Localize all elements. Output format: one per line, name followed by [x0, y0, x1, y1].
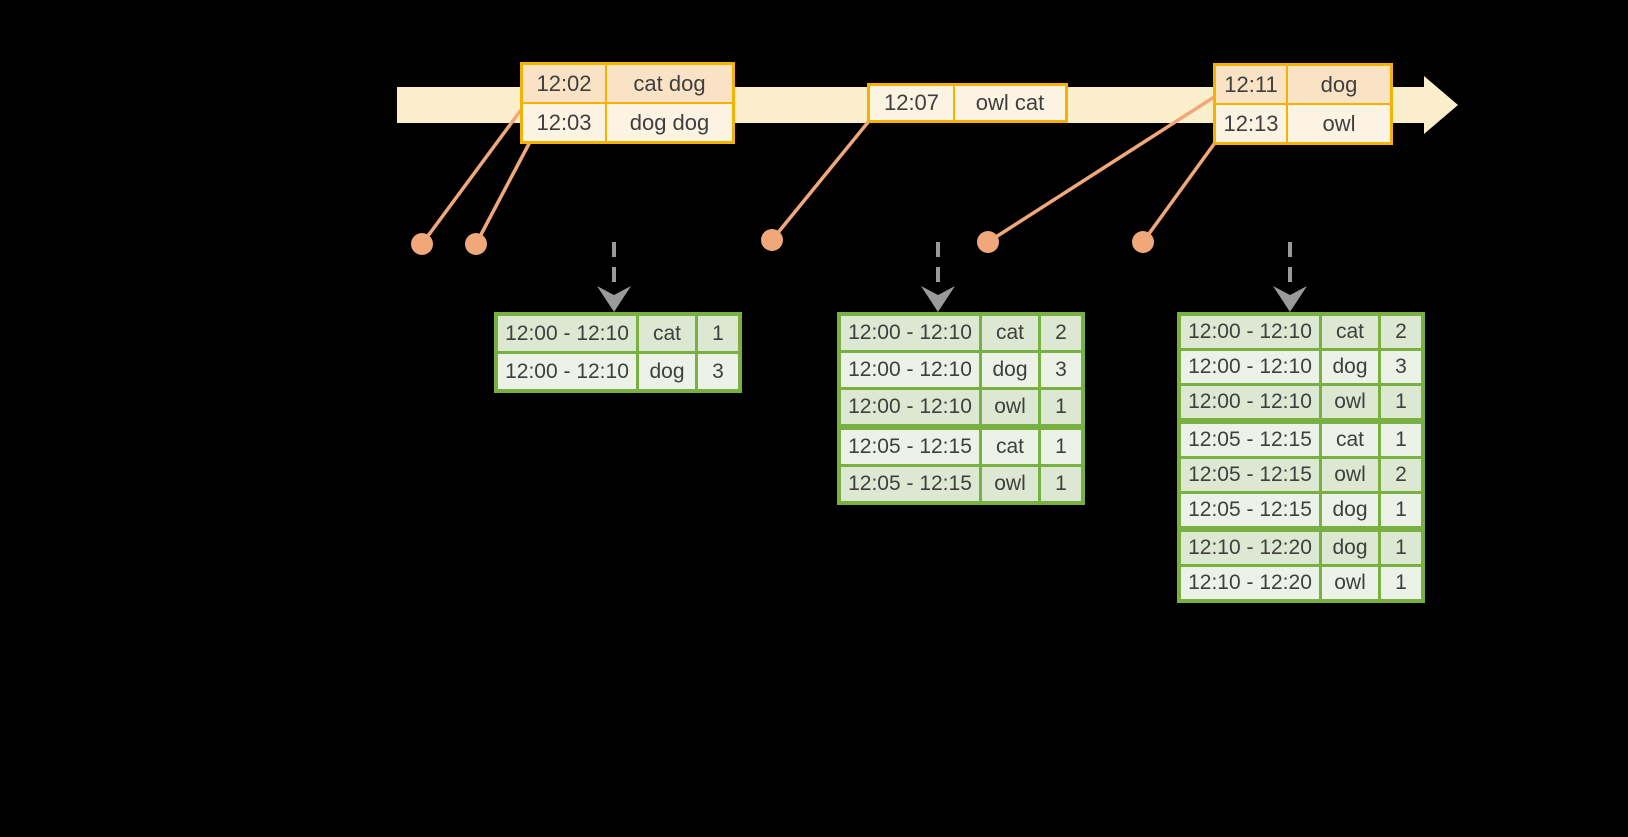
trigger-arrow-icon [1273, 242, 1307, 312]
result-count-cell: 1 [1038, 390, 1081, 424]
event-connector-line [1141, 131, 1224, 244]
result-window-cell: 12:10 - 12:20 [1181, 567, 1319, 599]
event-connector-line [420, 93, 534, 246]
result-count-cell: 1 [1378, 567, 1421, 599]
result-count-cell: 1 [1378, 424, 1421, 456]
result-word-cell: cat [1319, 424, 1378, 456]
event-connector-line [770, 108, 880, 242]
result-word-cell: cat [979, 430, 1038, 464]
result-window-cell: 12:00 - 12:10 [1181, 386, 1319, 418]
result-word-cell: dog [1319, 351, 1378, 383]
event-dot [977, 231, 999, 253]
timeline-arrowhead-icon [1424, 76, 1458, 134]
event-connector-line [987, 90, 1223, 244]
result-window-cell: 12:00 - 12:10 [841, 353, 979, 387]
event-time-cell: 12:11 [1216, 66, 1286, 103]
event-words-cell: dog [1286, 66, 1390, 103]
result-window-cell: 12:00 - 12:10 [1181, 316, 1319, 348]
trigger-arrow-icon [921, 242, 955, 312]
result-word-cell: cat [636, 316, 695, 351]
result-word-cell: dog [636, 354, 695, 389]
result-word-cell: dog [979, 353, 1038, 387]
result-window-cell: 12:00 - 12:10 [841, 316, 979, 350]
result-word-cell: owl [1319, 386, 1378, 418]
event-words-cell: dog dog [605, 104, 732, 141]
result-word-cell: cat [1319, 316, 1378, 348]
event-dot [465, 233, 487, 255]
result-count-cell: 3 [695, 354, 738, 389]
event-time-cell: 12:02 [523, 65, 605, 102]
event-words-cell: owl cat [953, 86, 1065, 120]
event-time-cell: 12:03 [523, 104, 605, 141]
result-window-cell: 12:00 - 12:10 [841, 390, 979, 424]
result-count-cell: 1 [1378, 532, 1421, 564]
event-dot [761, 229, 783, 251]
result-word-cell: owl [1319, 459, 1378, 491]
result-count-cell: 2 [1378, 316, 1421, 348]
event-words-cell: cat dog [605, 65, 732, 102]
result-count-cell: 2 [1378, 459, 1421, 491]
result-count-cell: 1 [1378, 494, 1421, 526]
result-count-cell: 3 [1378, 351, 1421, 383]
result-word-cell: owl [979, 467, 1038, 501]
result-window-cell: 12:00 - 12:10 [498, 316, 636, 351]
event-connector-line [474, 137, 534, 245]
result-window-cell: 12:05 - 12:15 [1181, 494, 1319, 526]
event-dot [1132, 231, 1154, 253]
result-window-cell: 12:00 - 12:10 [1181, 351, 1319, 383]
result-word-cell: cat [979, 316, 1038, 350]
result-count-cell: 2 [1038, 316, 1081, 350]
result-count-cell: 1 [1038, 430, 1081, 464]
result-window-cell: 12:10 - 12:20 [1181, 532, 1319, 564]
result-window-cell: 12:00 - 12:10 [498, 354, 636, 389]
result-window-cell: 12:05 - 12:15 [841, 430, 979, 464]
result-word-cell: owl [979, 390, 1038, 424]
result-window-cell: 12:05 - 12:15 [1181, 459, 1319, 491]
result-count-cell: 1 [1038, 467, 1081, 501]
result-word-cell: owl [1319, 567, 1378, 599]
result-word-cell: dog [1319, 494, 1378, 526]
result-count-cell: 1 [1378, 386, 1421, 418]
event-words-cell: owl [1286, 105, 1390, 142]
result-word-cell: dog [1319, 532, 1378, 564]
result-count-cell: 1 [695, 316, 738, 351]
result-window-cell: 12:05 - 12:15 [841, 467, 979, 501]
event-time-cell: 12:13 [1216, 105, 1286, 142]
event-time-cell: 12:07 [870, 86, 953, 120]
trigger-arrow-icon [597, 242, 631, 312]
event-dot [411, 233, 433, 255]
result-count-cell: 3 [1038, 353, 1081, 387]
result-window-cell: 12:05 - 12:15 [1181, 424, 1319, 456]
